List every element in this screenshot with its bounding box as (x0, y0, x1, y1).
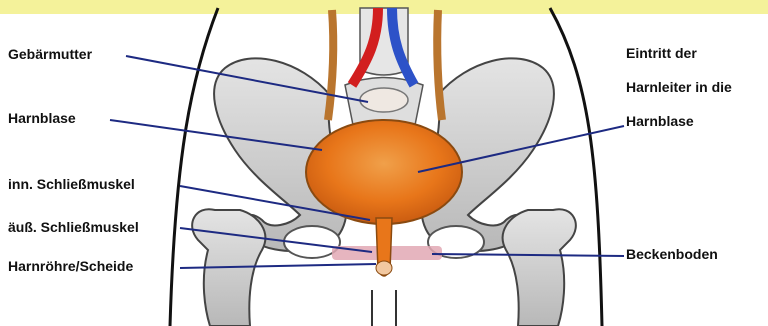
label-urethra-vagina: Harnröhre/Scheide (8, 258, 133, 275)
label-outer-sphincter: äuß. Schließmuskel (8, 219, 139, 236)
urethra-opening (376, 261, 392, 275)
label-pelvic-floor: Beckenboden (626, 246, 718, 263)
left-ureter (328, 10, 333, 120)
label-bladder: Harnblase (8, 110, 76, 127)
right-femur (503, 209, 576, 326)
label-ureter-entry-line-3: Harnblase (626, 104, 768, 138)
label-ureter-entry-line-2: Harnleiter in die (626, 70, 768, 104)
right-ureter (437, 10, 442, 120)
label-ureter-entry: Eintritt der Harnleiter in die Harnblase (626, 36, 768, 138)
label-ureter-entry-line-1: Eintritt der (626, 36, 768, 70)
label-inner-sphincter: inn. Schließmuskel (8, 176, 135, 193)
uterus (360, 88, 408, 112)
label-uterus: Gebärmutter (8, 46, 92, 63)
bladder (306, 120, 462, 224)
